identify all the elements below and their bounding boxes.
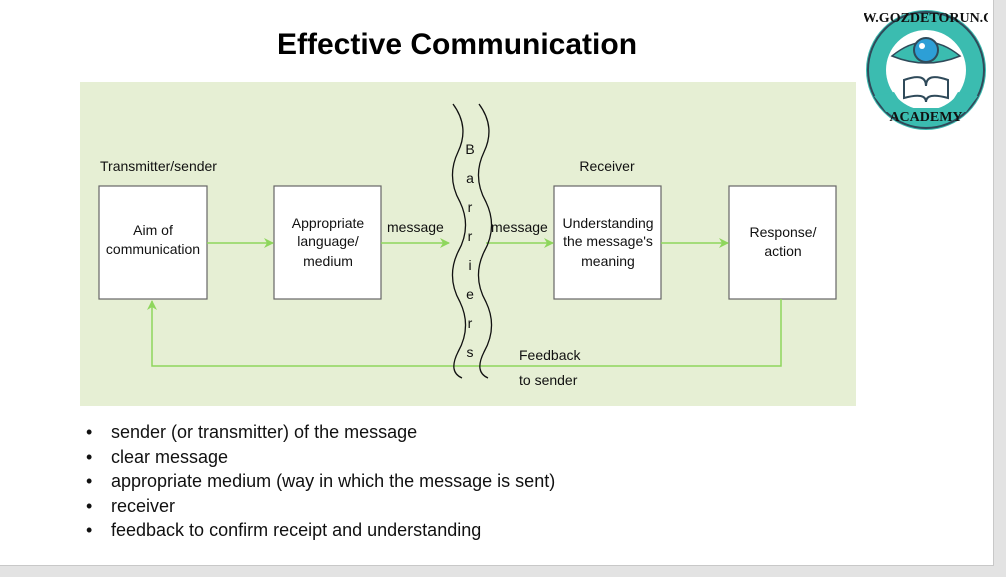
feedback-label-2: to sender [519,372,578,388]
bullet-item: •feedback to confirm receipt and underst… [86,520,482,540]
bullet-item: •receiver [86,495,176,516]
receiver-label: Receiver [579,158,635,174]
svg-text:Aim of: Aim of [133,222,173,238]
box-response: Response/ action [728,185,837,300]
svg-text:r: r [468,228,473,244]
svg-text:r: r [468,315,473,331]
svg-text:a: a [466,170,474,186]
bullet-item: •sender (or transmitter) of the message [86,422,418,442]
svg-text:e: e [466,286,474,302]
box-medium: Appropriate language/ medium [273,185,382,300]
svg-text:the message's: the message's [563,233,653,249]
svg-text:r: r [468,199,473,215]
svg-text:Understanding: Understanding [562,215,653,231]
sender-label: Transmitter/sender [100,158,217,174]
message-label-left: message [387,219,444,235]
svg-text:communication: communication [106,241,200,257]
svg-text:Appropriate: Appropriate [292,215,365,231]
barriers-label: B a r r i e r s [465,141,474,360]
svg-text:ACADEMY: ACADEMY [889,110,962,125]
barrier-lines [451,103,493,379]
svg-text:medium: medium [303,253,353,269]
bullet-item: •clear message [86,446,229,467]
svg-text:WWW.GOZDETORUN.COM: WWW.GOZDETORUN.COM [864,11,988,26]
svg-text:meaning: meaning [581,253,635,269]
bullet-item: •appropriate medium (way in which the me… [86,471,556,491]
svg-text:s: s [467,344,474,360]
communication-diagram: Transmitter/sender Receiver Aim of commu… [80,82,856,406]
svg-text:language/: language/ [297,233,359,249]
box-understanding: Understanding the message's meaning [553,185,662,300]
box-aim: Aim of communication [98,185,208,300]
svg-text:Response/: Response/ [750,224,817,240]
bullet-list: •sender (or transmitter) of the message … [86,420,555,543]
feedback-label: Feedback [519,347,581,363]
message-label-right: message [491,219,548,235]
flow-arrows [147,238,782,367]
svg-text:B: B [465,141,474,157]
svg-text:i: i [468,257,471,273]
academy-logo: ACADEMY WWW.GOZDETORUN.COM [864,10,988,130]
slide: Effective Communication ACADEMY WWW.GOZD… [0,0,994,566]
svg-text:action: action [764,243,801,259]
slide-title: Effective Communication [276,28,638,61]
